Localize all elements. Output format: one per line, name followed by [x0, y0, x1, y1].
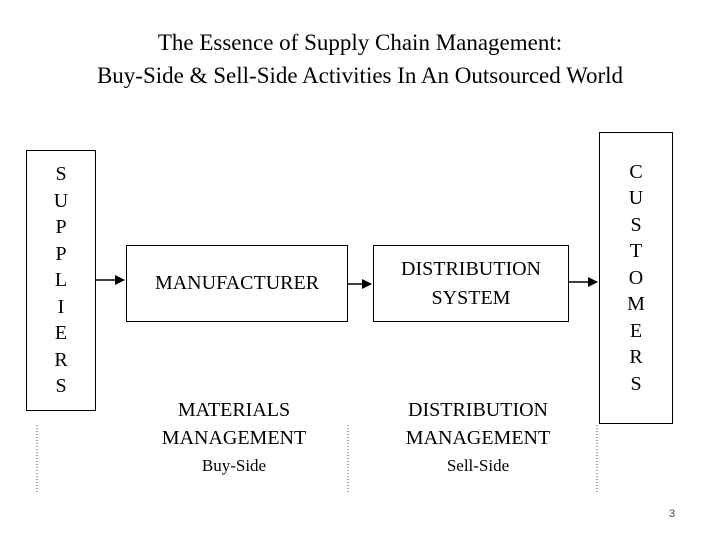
suppliers-letter: I	[57, 295, 65, 318]
title-line-2: Buy-Side & Sell-Side Activities In An Ou…	[96, 63, 624, 88]
page-number: 3	[669, 508, 676, 520]
manufacturer-label: MANUFACTURER	[154, 272, 320, 294]
customers-letter: M	[627, 293, 645, 316]
buy-side-label: Buy-Side	[201, 456, 267, 475]
manufacturer-box: MANUFACTURER	[126, 245, 348, 322]
distribution-system-line-1: DISTRIBUTION	[401, 257, 541, 280]
distribution-system-box: DISTRIBUTION SYSTEM	[373, 245, 569, 322]
suppliers-letter: P	[55, 216, 67, 239]
customers-letter: E	[629, 319, 643, 342]
suppliers-letter: S	[55, 375, 67, 398]
customers-letter: T	[629, 240, 643, 263]
customers-letter: C	[629, 160, 643, 183]
distribution-management-line-1: DISTRIBUTION	[408, 399, 548, 421]
suppliers-box: S U P P L I E R S	[26, 150, 96, 411]
distribution-system-line-2: SYSTEM	[431, 286, 511, 309]
slide-title: The Essence of Supply Chain Management: …	[0, 26, 720, 92]
customers-letter: U	[628, 187, 644, 210]
suppliers-letter: E	[54, 322, 68, 345]
materials-management-label: MATERIALS MANAGEMENT	[128, 396, 340, 452]
suppliers-letter: L	[54, 269, 68, 292]
distribution-management-line-2: MANAGEMENT	[405, 427, 551, 449]
customers-letter: S	[630, 372, 642, 395]
customers-letter: O	[628, 266, 644, 289]
customers-letter: S	[630, 213, 642, 236]
customers-box: C U S T O M E R S	[599, 132, 673, 424]
customers-letter: R	[629, 346, 643, 369]
sell-side-label: Sell-Side	[446, 456, 510, 475]
materials-management-line-1: MATERIALS	[177, 399, 291, 421]
suppliers-letter: R	[54, 348, 68, 371]
suppliers-letter: U	[53, 189, 69, 212]
suppliers-letter: P	[55, 242, 67, 265]
suppliers-letter: S	[55, 163, 67, 186]
title-line-1: The Essence of Supply Chain Management:	[157, 30, 563, 55]
materials-management-line-2: MANAGEMENT	[161, 427, 307, 449]
distribution-management-label: DISTRIBUTION MANAGEMENT	[372, 396, 584, 452]
